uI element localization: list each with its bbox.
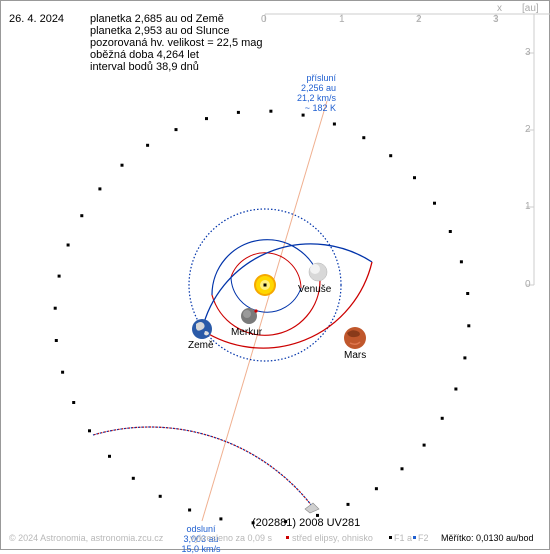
apsis-line <box>201 100 328 522</box>
x-tick-label: 2 <box>416 14 422 25</box>
orbit-point <box>362 136 366 140</box>
orbit-point <box>80 214 84 218</box>
y-tick-label: 2 <box>525 124 531 135</box>
venus-label: Venuše <box>298 284 332 295</box>
asteroid-orbit-below <box>92 426 313 507</box>
mercury-planet <box>241 308 257 324</box>
asteroid-marker <box>304 502 320 514</box>
axes <box>264 13 550 286</box>
y-tick-label: 0 <box>525 279 531 290</box>
orbit-point <box>316 513 319 517</box>
orbit-point <box>448 230 452 233</box>
orbit-point <box>219 517 223 521</box>
orbit-point <box>98 187 102 191</box>
y-tick-label: 1 <box>525 201 531 212</box>
mercury-orbit-below <box>230 276 302 313</box>
date-label: 26. 4. 2024 <box>9 13 65 25</box>
x-tick-label: 0 <box>261 14 267 25</box>
mars-orbit-above <box>201 261 373 349</box>
orbit-point <box>454 387 458 391</box>
orbit-point <box>400 467 404 471</box>
venus-orbit-above <box>211 279 321 336</box>
mercury-marker <box>254 309 258 313</box>
orbit-point <box>131 476 135 480</box>
orbit-point <box>108 454 111 458</box>
legend-f1-text: F1 a <box>394 533 413 543</box>
orbit-point <box>332 122 336 126</box>
info-line-2: planetka 2,953 au od Slunce <box>90 25 230 37</box>
x-axis-label: x <box>497 3 502 14</box>
asteroid-orbit-points <box>53 109 471 525</box>
orbit-point <box>284 520 288 524</box>
aphelion-title: odsluní <box>186 524 216 534</box>
earth-label: Země <box>188 340 214 351</box>
orbit-point <box>251 521 255 525</box>
info-line-4: oběžná doba 4,264 let <box>90 49 199 61</box>
orbit-point <box>466 292 470 295</box>
orbit-point <box>61 370 65 374</box>
orbit-point <box>72 401 76 404</box>
orbit-point <box>88 429 91 433</box>
orbit-point <box>53 306 57 310</box>
perihelion-temperature: ~ 182 K <box>304 103 336 113</box>
orbit-point <box>301 113 305 117</box>
venus-orbit-below <box>211 239 321 296</box>
y-tick-label: 3 <box>525 47 531 58</box>
perihelion-label: přísluní 2,256 au 21,2 km/s ~ 182 K <box>286 73 336 113</box>
x-tick-label: 1 <box>339 14 345 25</box>
orbit-point <box>188 508 192 512</box>
mars-orbit-below <box>201 243 373 331</box>
x-tick-label: 3 <box>493 14 499 25</box>
orbit-point <box>205 117 208 121</box>
info-line-3: pozorovaná hv. velikost = 22,5 mag <box>90 37 263 49</box>
orbit-point <box>463 356 467 360</box>
aphelion-distance: 3,003 au <box>183 534 219 544</box>
orbit-point <box>174 128 178 132</box>
legend-f2-dot <box>413 536 416 539</box>
orbit-point <box>54 339 58 342</box>
orbit-point <box>459 260 463 264</box>
mercury-label: Merkur <box>231 327 263 338</box>
earth-orbit <box>188 208 342 362</box>
orbit-point <box>440 416 444 420</box>
legend-f1-dot <box>389 536 392 539</box>
copyright-text: © 2024 Astronomia, astronomia.zcu.cz <box>9 533 164 543</box>
mars-label: Mars <box>344 350 367 361</box>
orbit-point <box>389 154 393 158</box>
render-time-text: vykresleno za 0,09 s <box>190 533 273 543</box>
orbit-point <box>269 109 273 113</box>
info-line-5: interval bodů 38,9 dnů <box>90 61 199 73</box>
scale-text: Měřítko: 0,0130 au/bod <box>441 533 534 543</box>
perihelion-distance: 2,256 au <box>300 83 336 93</box>
mercury-orbit-above <box>230 252 302 289</box>
orbit-point <box>374 487 378 491</box>
orbit-point <box>146 143 150 147</box>
perihelion-speed: 21,2 km/s <box>296 93 336 103</box>
aphelion-speed: 15,0 km/s <box>181 544 221 554</box>
unit-label: [au] <box>522 3 539 14</box>
orbit-point <box>413 176 416 180</box>
orbit-point <box>467 324 471 328</box>
earth-planet <box>192 319 212 339</box>
mars-planet <box>344 327 366 349</box>
legend-f2-text: F2 <box>418 533 429 543</box>
orbit-point <box>66 243 70 247</box>
orbit-point <box>120 163 124 167</box>
orbit-point <box>433 201 436 205</box>
orbit-point <box>57 274 61 278</box>
asteroid-label: (202881) 2008 UV281 <box>252 517 361 529</box>
asteroid-orbit-above <box>92 426 313 507</box>
orbit-point <box>236 110 240 114</box>
orbit-point <box>346 502 350 506</box>
sun <box>254 274 276 296</box>
venus-planet <box>308 262 328 282</box>
legend-center-dot <box>286 536 289 539</box>
orbit-point <box>422 443 426 447</box>
legend-center-text: střed elipsy, ohnisko <box>292 533 373 543</box>
info-line-1: planetka 2,685 au od Země <box>90 13 224 25</box>
aphelion-label: odsluní 3,003 au 15,0 km/s <box>176 524 226 554</box>
orbit-point <box>158 494 162 498</box>
perihelion-title: přísluní <box>306 73 336 83</box>
